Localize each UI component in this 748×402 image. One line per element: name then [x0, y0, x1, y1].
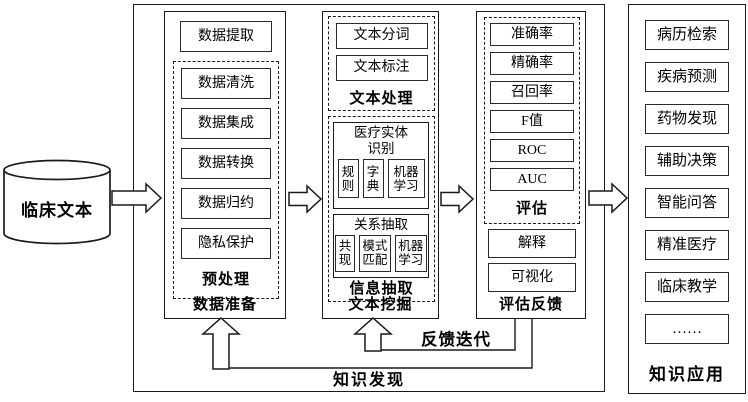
entity-recognition-box: 医疗实体识别 规则 字典 机器学习: [333, 122, 429, 209]
metric-box: F值: [490, 110, 574, 133]
application-item: 智能问答: [645, 188, 729, 218]
info-extraction-group: 医疗实体识别 规则 字典 机器学习 关系抽取 共现 模式匹配 机器学习 信息抽取: [328, 116, 435, 302]
metric-box: 召回率: [490, 81, 574, 104]
entity-method: 机器学习: [387, 159, 425, 199]
evaluation-label: 评估: [515, 201, 548, 217]
relation-extraction-box: 关系抽取 共现 模式匹配 机器学习: [333, 214, 429, 278]
metric-box: ROC: [490, 139, 574, 162]
text-processing-step: 文本标注: [335, 55, 428, 81]
application-item: 辅助决策: [645, 146, 729, 176]
evaluation-metrics-group: 准确率 精确率 召回率 F值 ROC AUC 评估: [484, 17, 580, 224]
data-prep-box: 数据提取 数据清洗 数据集成 数据转换 数据归约 隐私保护 预处理 数据准备: [164, 11, 286, 319]
feedback-iterate-label: 反馈迭代: [421, 330, 491, 349]
entity-methods-row: 规则 字典 机器学习: [335, 159, 427, 199]
entity-recognition-title: 医疗实体识别: [354, 125, 408, 157]
application-item: 病历检索: [645, 20, 729, 50]
preprocess-label: 预处理: [201, 272, 250, 288]
preprocess-group: 数据清洗 数据集成 数据转换 数据归约 隐私保护 预处理: [173, 61, 279, 299]
application-item: ……: [645, 314, 729, 344]
relation-methods-row: 共现 模式匹配 机器学习: [335, 234, 427, 272]
relation-extraction-title: 关系抽取: [354, 217, 408, 232]
data-prep-label: 数据准备: [192, 297, 257, 313]
metric-box: 精确率: [490, 52, 574, 75]
application-item: 精准医疗: [645, 230, 729, 260]
explain-box: 解释: [488, 229, 576, 258]
text-mining-label: 文本挖掘: [348, 297, 413, 313]
entity-method: 规则: [337, 159, 359, 199]
text-processing-step: 文本分词: [335, 23, 428, 49]
application-item: 临床教学: [645, 272, 729, 302]
entity-method: 字典: [362, 159, 384, 199]
application-item: 药物发现: [645, 104, 729, 134]
knowledge-application-label: 知识应用: [649, 365, 725, 384]
evaluation-feedback-box: 准确率 精确率 召回率 F值 ROC AUC 评估 解释 可视化 评估反馈: [476, 11, 586, 319]
preprocess-step: 隐私保护: [181, 228, 271, 259]
info-extraction-label: 信息抽取: [349, 281, 414, 297]
relation-method: 模式匹配: [359, 234, 391, 272]
metric-box: 准确率: [490, 23, 574, 46]
preprocess-step: 数据集成: [181, 108, 271, 139]
preprocess-step: 数据清洗: [181, 68, 271, 99]
data-extract-box: 数据提取: [180, 21, 272, 52]
relation-method: 共现: [335, 234, 356, 272]
knowledge-application-box: 病历检索 疾病预测 药物发现 辅助决策 智能问答 精准医疗 临床教学 …… 知识…: [628, 4, 746, 394]
application-item: 疾病预测: [645, 62, 729, 92]
preprocess-step: 数据转换: [181, 148, 271, 179]
preprocess-step: 数据归约: [181, 188, 271, 219]
evaluation-feedback-label: 评估反馈: [498, 297, 563, 313]
knowledge-discovery-label: 知识发现: [332, 372, 405, 389]
text-mining-box: 文本分词 文本标注 文本处理 医疗实体识别 规则 字典 机器学习 关系抽取 共现…: [322, 11, 439, 319]
clinical-text-label: 临床文本: [21, 201, 93, 220]
metric-box: AUC: [490, 168, 574, 191]
relation-method: 机器学习: [394, 234, 427, 272]
text-processing-group: 文本分词 文本标注 文本处理: [328, 16, 435, 111]
text-processing-label: 文本处理: [349, 91, 414, 107]
visualization-box: 可视化: [488, 263, 576, 292]
